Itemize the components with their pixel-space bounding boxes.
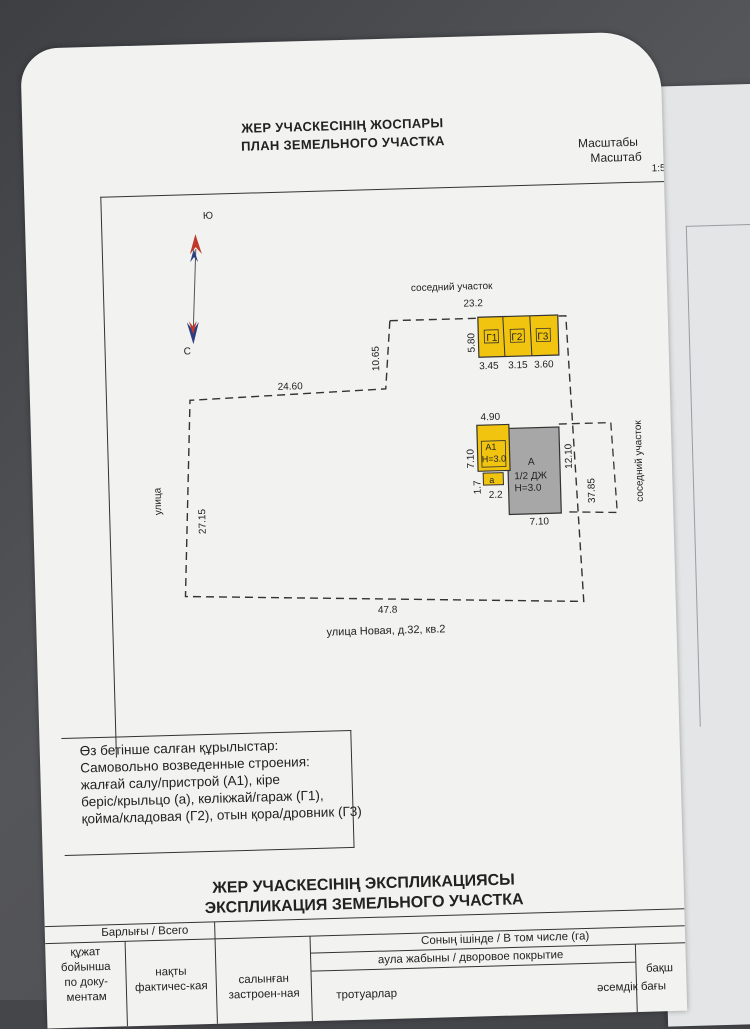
left-street-label: улица	[152, 487, 164, 515]
dim-a1-height: 7.10	[465, 448, 477, 468]
document-page: ЖЕР УЧАСКЕСІНІҢ ЖОСПАРЫ ПЛАН ЗЕМЕЛЬНОГО …	[20, 31, 688, 1029]
explication-table	[44, 908, 686, 1027]
dim-a1-width: 4.90	[480, 412, 500, 424]
dim-g1-width: 3.45	[479, 361, 499, 373]
col-documents-header: құжат бойынша по доку- ментам	[60, 946, 111, 1005]
a-name: А	[528, 457, 535, 468]
cut-header: бақш	[645, 962, 674, 975]
a-height: Н=3.0	[514, 483, 542, 495]
dim-garage-height: 5.80	[466, 332, 478, 352]
right-neighbor-label: соседний участок	[633, 420, 646, 502]
north-arrow-icon	[189, 234, 202, 255]
dim-porch-width: 2.2	[489, 490, 504, 501]
porch-a	[482, 472, 504, 486]
compass-north-label: Ю	[203, 211, 213, 222]
sidewalk-header: тротуарлар	[336, 987, 398, 1002]
outbuildings	[477, 314, 560, 358]
col-built-header: салынған застроен-ная	[228, 972, 300, 1002]
plot-boundary-right	[558, 421, 618, 514]
g3-label: Г3	[537, 331, 549, 342]
dim-left: 27.15	[197, 508, 209, 534]
g2-label: Г2	[511, 332, 523, 343]
dim-g3-width: 3.60	[534, 359, 554, 371]
dim-bottom: 47.8	[378, 605, 398, 617]
dim-step-vertical: 10.65	[371, 345, 383, 371]
porch-label: а	[489, 475, 494, 485]
dim-porch-height: 1.7	[472, 480, 483, 495]
a1-height: Н=3.0	[482, 454, 507, 465]
dim-a-height: 12.10	[563, 443, 575, 469]
annex-a1	[476, 423, 511, 472]
a-type: 1/2 ДЖ	[514, 470, 548, 482]
dim-a-width: 7.10	[529, 516, 549, 528]
site-plan: Ю С Г1 Г2 Г3 А1 Н=3.0 а А 1/2 ДЖ Н=3.0 с…	[152, 211, 646, 639]
dim-g2-width: 3.15	[508, 360, 528, 372]
dim-right: 37.85	[586, 478, 598, 504]
top-neighbor-label: соседний участок	[411, 281, 493, 294]
dim-step-horizontal: 24.60	[278, 381, 304, 393]
col-actual-header: нақты фактичес-кая	[134, 965, 208, 995]
house-a	[506, 426, 562, 516]
plot-boundary	[184, 315, 585, 603]
compass-icon	[186, 234, 202, 345]
garden-header: әсемдік бағы	[596, 980, 667, 995]
g1-label: Г1	[486, 333, 498, 344]
a1-name: А1	[485, 442, 496, 452]
compass-south-label: С	[183, 346, 191, 357]
dim-top: 23.2	[463, 298, 483, 310]
bottom-street-label: улица Новая, д.32, кв.2	[326, 623, 445, 638]
next-page-frame	[685, 223, 750, 727]
